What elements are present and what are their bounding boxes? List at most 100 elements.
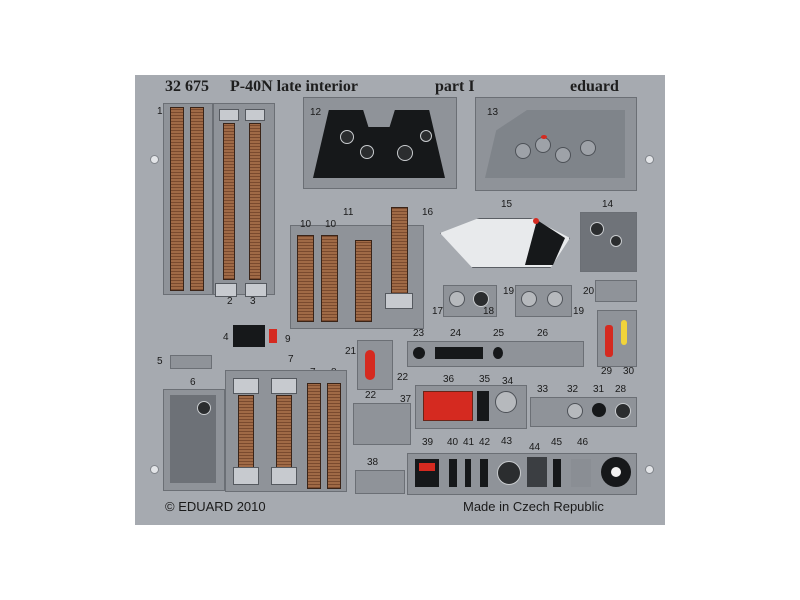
part-number-3: 3 <box>250 296 256 307</box>
part-number-19: 19 <box>503 286 515 297</box>
part-38-46-plate <box>407 453 637 495</box>
part-number-19b: 19 <box>573 306 585 317</box>
part-number-10: 10 <box>300 219 312 230</box>
gauge-icon <box>590 222 604 236</box>
part-40-strip <box>465 459 471 487</box>
part-number-37: 38 <box>367 457 379 468</box>
buckle <box>233 467 259 485</box>
part-25-knob <box>493 347 503 359</box>
part-10-strap <box>321 235 338 322</box>
part-39-strip <box>449 459 457 487</box>
buckle <box>245 283 267 297</box>
part-number-18: 18 <box>483 306 495 317</box>
set-part: part I <box>435 78 475 95</box>
part-29-dial-icon <box>615 403 631 419</box>
buckle <box>385 293 413 309</box>
part-46-star-icon <box>611 467 621 477</box>
part-number-23: 23 <box>413 328 425 339</box>
part-number-14: 14 <box>602 199 614 210</box>
gauge-icon <box>340 130 354 144</box>
part-number-21: 21 <box>345 346 357 357</box>
part-number-31: 32 <box>567 384 579 395</box>
part-33-dial-icon <box>495 391 517 413</box>
part-number-11: 11 <box>343 207 354 218</box>
mount-hole <box>150 465 159 474</box>
part-16-strap <box>391 207 408 294</box>
part-number-17: 17 <box>432 306 444 317</box>
part-number-35: 36 <box>443 374 455 385</box>
set-code: 32 675 <box>165 78 209 95</box>
part-8-strap <box>276 395 292 469</box>
part-11-strap <box>355 240 372 322</box>
part-number-22: 22 <box>397 372 409 383</box>
part-2-strap <box>223 123 235 280</box>
part-number-33: 34 <box>502 376 514 387</box>
gauge-icon <box>420 130 432 142</box>
origin-notice: Made in Czech Republic <box>463 499 604 514</box>
part-21-plate <box>357 340 393 390</box>
mount-hole <box>150 155 159 164</box>
buckle <box>271 378 297 394</box>
part-37-plate <box>355 470 405 494</box>
buckle <box>271 467 297 485</box>
part-1-strap <box>170 107 184 291</box>
part-number-39: 40 <box>447 437 459 448</box>
part-number-6: 6 <box>190 377 196 388</box>
part-7-strap <box>327 383 341 489</box>
part-number-25: 25 <box>493 328 505 339</box>
part-3-strap <box>249 123 261 280</box>
part-9-red <box>269 329 277 343</box>
part-number-9: 9 <box>285 334 291 345</box>
gauge-icon <box>610 235 622 247</box>
part-number-20: 20 <box>583 286 595 297</box>
dial-icon <box>547 291 563 307</box>
part-10-strap <box>297 235 314 322</box>
gauge-icon <box>555 147 571 163</box>
photo-etch-fret: 32 675 P-40N late interior part I eduard… <box>135 75 665 525</box>
part-number-2: 2 <box>227 296 233 307</box>
part-45-panel <box>571 459 591 487</box>
part-8-strap <box>238 395 254 469</box>
gauge-icon <box>197 401 211 415</box>
buckle <box>233 378 259 394</box>
part-27-red-handle <box>605 325 613 357</box>
part-number-13: 13 <box>487 107 499 118</box>
part-1-strap <box>190 107 204 291</box>
part-number-8: 7 <box>288 354 294 365</box>
part-21-red-handle <box>365 350 375 380</box>
part-22-36-plate <box>353 403 411 445</box>
dial-icon <box>521 291 537 307</box>
gauge-icon <box>515 143 531 159</box>
part-number-16: 16 <box>422 207 434 218</box>
part-4-placard <box>233 325 265 347</box>
gauge-icon <box>360 145 374 159</box>
gauge-icon <box>397 145 413 161</box>
mount-hole <box>645 155 654 164</box>
part-23-knob <box>413 347 425 359</box>
part-28-yellow-handle <box>621 320 627 345</box>
part-number-44: 45 <box>551 437 563 448</box>
part-14-panel <box>580 212 637 272</box>
part-34-strip <box>477 391 489 421</box>
part-44-strip <box>553 459 561 487</box>
part-20-plate <box>595 280 637 302</box>
part-7-strap <box>307 383 321 489</box>
part-number-26: 26 <box>537 328 549 339</box>
part-31-dial-icon <box>567 403 583 419</box>
part-number-30: 31 <box>593 384 605 395</box>
part-27-28-plate <box>597 310 637 367</box>
part-number-4: 4 <box>223 332 229 343</box>
copyright-notice: © EDUARD 2010 <box>165 499 266 514</box>
mount-hole <box>645 465 654 474</box>
part-35-red-placard <box>423 391 473 421</box>
part-number-41: 42 <box>479 437 491 448</box>
red-dot-icon <box>533 218 539 224</box>
part-number-12: 12 <box>310 107 322 118</box>
part-29-32-plate <box>530 397 637 427</box>
buckle <box>219 109 239 121</box>
part-number-27: 29 <box>601 366 613 377</box>
brand-name: eduard <box>570 78 619 95</box>
part-number-5: 5 <box>157 356 163 367</box>
part-number-38: 39 <box>422 437 434 448</box>
dial-icon <box>473 291 489 307</box>
